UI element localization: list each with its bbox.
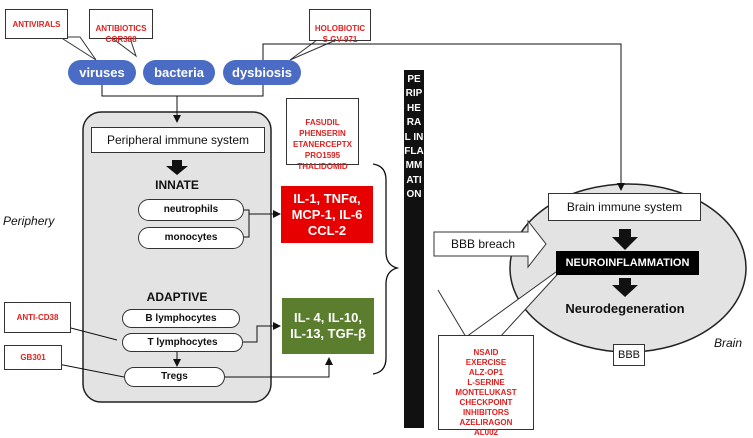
gb301-pointer: [57, 363, 125, 378]
anti-cd38-pointer: [66, 326, 118, 341]
brain-immune-system-box: Brain immune system: [548, 193, 701, 221]
brain-drugs-text: NSAID EXERCISE ALZ-OP1 L-SERINE MONTELUK…: [455, 348, 517, 437]
dysbiosis-pill: dysbiosis: [223, 60, 301, 85]
tregs-node: Tregs: [124, 367, 225, 387]
bbb-breach-label: BBB breach: [450, 237, 516, 251]
innate-heading: INNATE: [155, 178, 199, 192]
innate-thick-arrow: [166, 160, 188, 175]
bacteria-pill: bacteria: [143, 60, 215, 85]
antibiotics-text: ANTIBIOTICS COR388: [95, 24, 147, 44]
antivirals-callout-tail: [58, 36, 97, 61]
peripheral-inflammation-text: PERIPHERAL INFLAMMATION: [404, 74, 424, 201]
innate-bracket: [244, 209, 250, 238]
holobiotics-box: HOLOBIOTIC S GV-971: [309, 9, 371, 44]
brain-thick-arrow-1: [612, 229, 638, 250]
t-lymphocytes-node: T lymphocytes: [122, 333, 243, 352]
gb301-text: GB301: [20, 353, 46, 362]
cytokine-drugs-text: FASUDIL PHENSERIN ETANERCEPTX PRO1595 TH…: [293, 118, 352, 171]
brain-thick-arrow-2: [612, 278, 638, 297]
b-lymphocytes-node: B lymphocytes: [122, 309, 240, 328]
anti-cd38-text: ANTI-CD38: [16, 313, 59, 322]
neurodegeneration-label: Neurodegeneration: [565, 301, 685, 316]
periphery-label: Periphery: [3, 214, 55, 228]
bbb-breach-arrow: [433, 219, 547, 269]
microbes-bracket: [101, 82, 264, 97]
cytokine-brace: [372, 163, 400, 375]
holobiotics-text: HOLOBIOTIC S GV-971: [314, 24, 366, 44]
antiinflammatory-cytokines-box: IL- 4, IL-10, IL-13, TGF-β: [282, 298, 374, 354]
neutrophils-node: neutrophils: [138, 199, 244, 221]
proinflammatory-cytokines-box: IL-1, TNFα, MCP-1, IL-6 CCL-2: [281, 186, 373, 243]
antivirals-box: ANTIVIRALS: [5, 9, 68, 39]
t-lymph-to-cytokines-arrow: [243, 322, 281, 343]
antibiotics-box: ANTIBIOTICS COR388: [89, 9, 153, 44]
anti-cd38-box: ANTI-CD38: [4, 302, 71, 333]
brain-drugs-callout-tail-edge: [437, 289, 467, 338]
peripheral-inflammation-bar: PERIPHERAL INFLAMMATION: [404, 70, 424, 428]
brain-label: Brain: [714, 336, 743, 350]
brain-drugs-box: NSAID EXERCISE ALZ-OP1 L-SERINE MONTELUK…: [438, 335, 534, 437]
antivirals-text: ANTIVIRALS: [12, 19, 61, 29]
cytokine-drugs-box: FASUDIL PHENSERIN ETANERCEPTX PRO1595 TH…: [286, 98, 359, 171]
bbb-box: BBB: [613, 344, 645, 366]
adaptive-heading: ADAPTIVE: [146, 290, 208, 304]
peripheral-immune-system-box: Peripheral immune system: [91, 127, 265, 153]
tregs-to-cytokines-arrow: [225, 357, 333, 378]
neuroinflammation-box: NEUROINFLAMMATION: [556, 251, 699, 275]
viruses-pill: viruses: [68, 60, 136, 85]
gb301-box: GB301: [4, 345, 62, 370]
monocytes-node: monocytes: [138, 227, 244, 249]
